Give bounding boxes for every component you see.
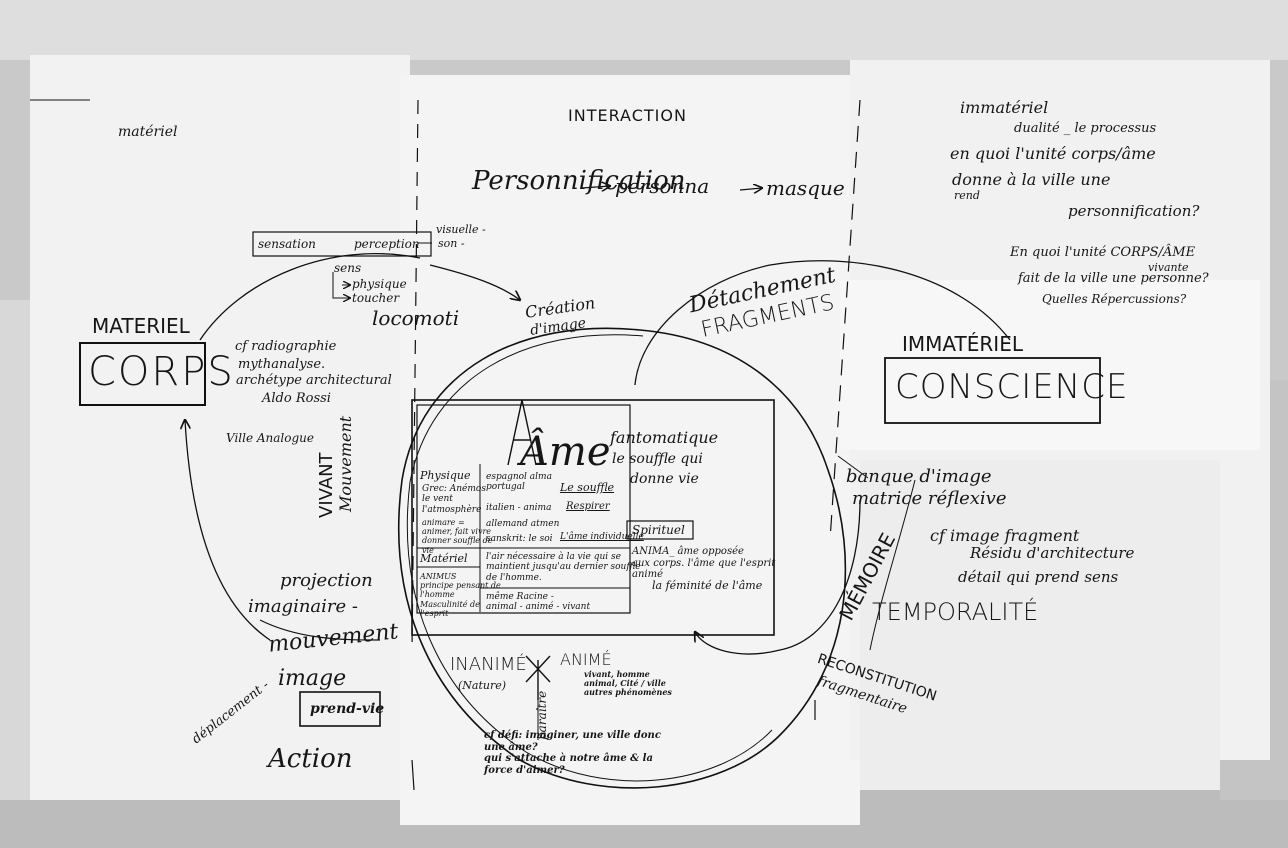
cf-image-label: Résidu d'architecture — [970, 544, 1135, 562]
spirituel-label: Spirituel — [632, 523, 685, 537]
physique-label: physique — [352, 277, 407, 291]
air-necessaire-cell: l'air nécessaire à la vie qui se maintie… — [486, 552, 641, 583]
sens-label: sens — [334, 261, 362, 275]
vivant-label: VIVANT — [316, 452, 337, 518]
masque-label: masque — [766, 176, 845, 200]
banque-label: banque d'image — [846, 466, 992, 487]
cf-line: mythanalyse. — [238, 357, 326, 372]
sanskrit-cell: sanskrit: le soi — [486, 534, 553, 544]
materiel-label: MATERIEL — [92, 314, 190, 338]
inanime-label: INANIMÉ — [450, 654, 527, 675]
cf-defi-label: cf défi: imaginer, une ville donc une âm… — [484, 730, 661, 776]
projection-label: projection — [280, 570, 373, 591]
paper-left — [30, 55, 410, 800]
temporalite-label: TEMPORALITÉ — [872, 598, 1039, 626]
feminite-label: la féminité de l'âme — [652, 579, 763, 592]
visuelle-label: visuelle - — [436, 223, 486, 236]
mouvement-vertical-label: Mouvement — [336, 415, 355, 512]
matrice-label: matrice réflexive — [852, 488, 1007, 509]
cf-line: cf radiographie — [235, 339, 337, 354]
question-line: personnification? — [1068, 202, 1200, 220]
perception-label: perception — [354, 237, 420, 251]
sensation-label: sensation — [258, 237, 316, 251]
nature-label: (Nature) — [458, 679, 507, 692]
meme-racine-cell: même Racine - animal - animé - vivant — [486, 592, 591, 613]
toucher-label: toucher — [352, 291, 400, 305]
header-immateriel: immatériel — [960, 98, 1049, 117]
donne-vie-label: donne vie — [630, 471, 699, 487]
question-line: dualité _ le processus — [1014, 121, 1157, 136]
ame-box — [411, 399, 775, 636]
corps-label: CORPS — [88, 349, 235, 395]
materiel-cell: Matériel — [420, 552, 468, 565]
ville-analogue-label: Ville Analogue — [226, 431, 315, 445]
header-materiel: matériel — [118, 124, 178, 140]
question-line: Quelles Répercussions? — [1042, 292, 1187, 306]
immateriel-label: IMMATÉRIEL — [902, 332, 1023, 356]
divider-right — [829, 99, 861, 541]
header-interaction: INTERACTION — [568, 106, 687, 125]
anime-detail-label: vivant, homme animal, Cité / ville autre… — [584, 669, 672, 698]
conscience-box — [884, 357, 1101, 424]
prend-vie-label: prend-vie — [310, 701, 385, 717]
action-label: Action — [268, 744, 353, 774]
le-souffle-cell: Le souffle — [560, 481, 615, 494]
corps-box — [79, 342, 206, 406]
question-line: en quoi l'unité corps/âme — [950, 144, 1156, 163]
respirer-cell: Respirer — [566, 501, 610, 512]
personna-label: personna — [615, 174, 710, 198]
locomotion-label: locomoti — [372, 306, 460, 330]
italien-cell: italien - anima — [486, 503, 552, 513]
central-circle — [398, 327, 847, 789]
anima-label: ANIMA_ âme opposée aux corps. l'âme que … — [632, 546, 776, 580]
cf-image-label: cf image fragment — [930, 526, 1080, 545]
detail-label: détail qui prend sens — [958, 568, 1119, 586]
animare-cell: animare = animer, fait vivre donner souf… — [422, 518, 493, 555]
question-line: rend — [954, 189, 980, 202]
son-label: son - — [438, 237, 465, 250]
animus-cell: ANIMUS principe pensant de l'homme Mascu… — [420, 572, 501, 618]
image-label: image — [278, 666, 347, 691]
cf-line: archétype architectural — [236, 373, 392, 388]
physique-cell: Physique — [420, 469, 471, 482]
conscience-label: CONSCIENCE — [895, 367, 1129, 407]
question-line: vivante — [1148, 261, 1189, 274]
divider-left — [411, 99, 419, 651]
fantomatique-label: fantomatique — [610, 428, 719, 447]
ame-individuelle-cell: L'âme individuelle — [560, 532, 644, 542]
question-line: fait de la ville une personne? — [1018, 271, 1209, 286]
question-line: En quoi l'unité CORPS/ÂME — [1010, 245, 1196, 260]
imaginaire-label: imaginaire - — [248, 596, 358, 617]
ame-label: Âme — [520, 429, 611, 475]
cf-line: Aldo Rossi — [262, 391, 331, 406]
allemand-cell: allemand atmen — [486, 519, 560, 529]
question-line: donne à la ville une — [952, 170, 1111, 189]
personnification-label: Personnification — [472, 166, 686, 196]
grec-cell: Grec: Anémos le vent l'atmosphère — [422, 484, 486, 515]
souffle-label: le souffle qui — [612, 451, 703, 467]
espagnol-cell: espagnol alma portugal — [486, 472, 552, 493]
anime-label: ANIMÉ — [560, 650, 612, 669]
